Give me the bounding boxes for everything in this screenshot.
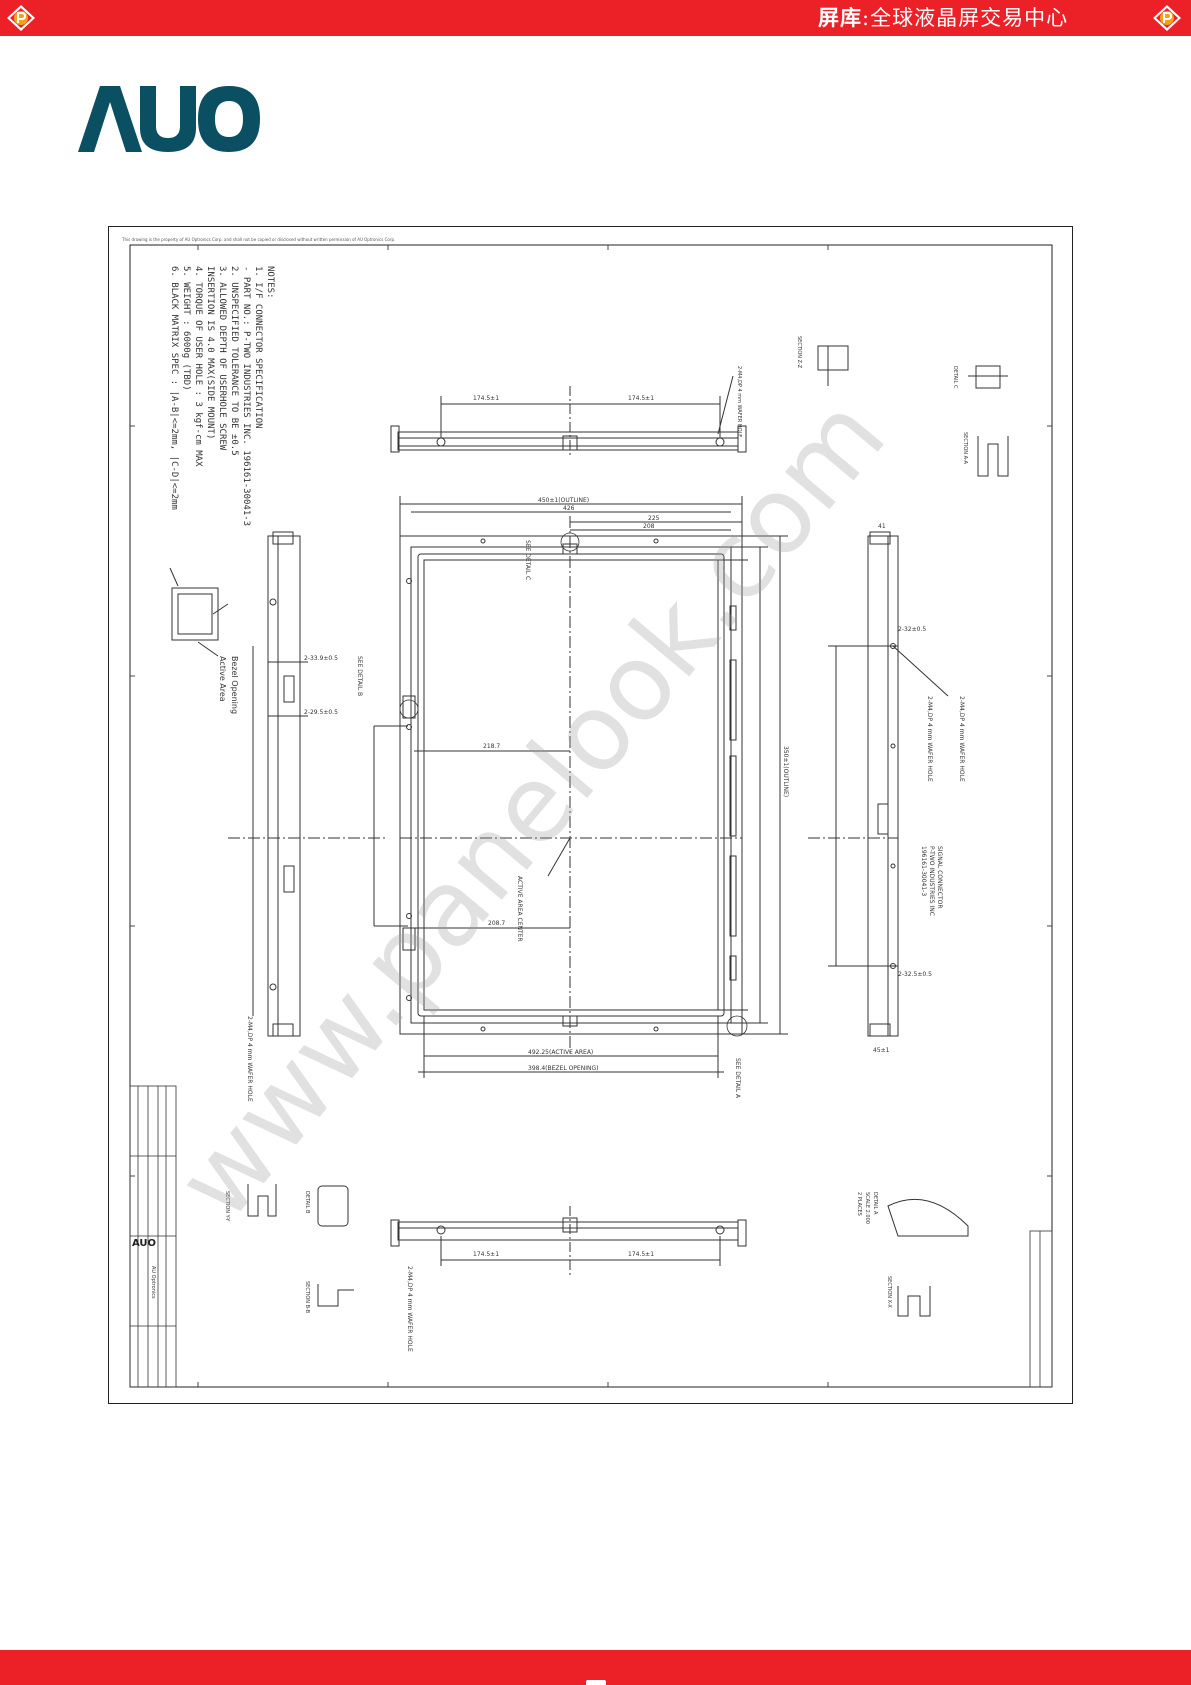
- detail-c-label: DETAIL C: [952, 366, 958, 389]
- dim-208: 208: [643, 523, 655, 530]
- scale-label: SCALE 2.000: [864, 1192, 870, 1224]
- see-detail-c-label: SEE DETAIL C: [524, 540, 531, 580]
- section-yy-label: SECTION Y-Y: [224, 1191, 230, 1222]
- signal-connector-part: 196161-30041-3: [920, 846, 927, 896]
- inner-width-dim: 426: [563, 505, 575, 512]
- drawing-outer-frame: [108, 226, 1073, 1404]
- brand-rest: :全球液晶屏交易中心: [862, 6, 1069, 30]
- top-right-dim: 174.5±1: [628, 395, 654, 402]
- section-z-label: SECTION Z-Z: [796, 336, 802, 369]
- left-dim-2: 2-29.5±0.5: [304, 709, 338, 716]
- title-block-logo: AUO: [132, 1238, 156, 1249]
- note-6: 4. TORQUE OF USER HOLE : 3 kgf-cm MAX: [193, 266, 203, 467]
- left-wafer-hole-label: 2-M4,DP 4 mm WAFER HOLE: [246, 1016, 253, 1102]
- right-side-view: [808, 531, 949, 1037]
- detail-b-label: DETAIL B: [304, 1191, 310, 1214]
- note-5: INSERTION IS 4.0 MAX(SIDE MOUNT): [205, 266, 215, 439]
- note-2: - PART NO.: P-TWO INDUSTRIES INC. 196161…: [241, 266, 251, 526]
- bottom-banner: [0, 1650, 1191, 1685]
- section-aa-label: SECTION A-A: [962, 432, 968, 465]
- outline-width-dim: 450±1(OUTLINE): [538, 497, 589, 504]
- dim-225: 225: [648, 515, 660, 522]
- p-diamond-icon: [1153, 5, 1181, 31]
- bezel-opening-label: Bezel Opening: [230, 656, 239, 714]
- note-1: 1. I/F CONNECTOR SPECIFICATION: [253, 266, 263, 429]
- p-diamond-icon: [7, 5, 35, 31]
- bottom-right-dim: 174.5±1: [628, 1251, 654, 1258]
- border-ticks: [130, 245, 1052, 1387]
- outline-height-dim: 350±1(OUTLINE): [782, 746, 789, 797]
- right-bottom-dim: 2-32.5±0.5: [898, 971, 932, 978]
- note-4: 3. ALLOWED DEPTH OF USERHOLE SCREW: [217, 266, 227, 451]
- right-dim-45: 45±1: [873, 1047, 890, 1054]
- right-dim-41: 41: [878, 523, 886, 530]
- brand-bold: 屏库: [818, 6, 862, 30]
- opening-width-dim: 398.4(BEZEL OPENING): [528, 1065, 598, 1072]
- bottom-tab-mark: [586, 1680, 606, 1685]
- bottom-wafer-hole-label: 2-M4,DP 4 mm WAFER HOLE: [406, 1266, 413, 1352]
- note-7: 5. WEIGHT : 6000g (TBD): [181, 266, 191, 391]
- signal-connector-label: SIGNAL CONNECTOR: [936, 846, 943, 909]
- title-block: [129, 1085, 177, 1388]
- right-wafer-hole-1: 2-M4,DP 4 mm WAFER HOLE: [926, 696, 933, 782]
- active-width-dim: 492.25(ACTIVE AREA): [528, 1049, 593, 1056]
- active-area-symbol: [169, 567, 229, 657]
- top-left-dim: 174.5±1: [473, 395, 499, 402]
- note-8: 6. BLACK MATRIX SPEC : |A-B|<=2mm, |C-D|…: [169, 266, 179, 510]
- section-xx-label: SECTION X-X: [886, 1276, 892, 1308]
- drawing-inner-frame: [129, 244, 1053, 1388]
- right-top-dim: 2-32±0.5: [898, 626, 926, 633]
- left-dim-1: 2-33.9±0.5: [304, 655, 338, 662]
- left-side-view: [228, 531, 388, 1037]
- section-bb-label: SECTION B-B: [304, 1281, 310, 1314]
- revision-block: [1029, 1230, 1053, 1388]
- title-block-company: AU Optronics: [150, 1266, 156, 1299]
- detail-a-label: DETAIL A: [872, 1192, 878, 1215]
- bottom-left-dim: 174.5±1: [473, 1251, 499, 1258]
- top-wafer-hole-label: 2-M4,DP 4 mm WAFER HOLE: [736, 366, 742, 437]
- top-side-view: [390, 375, 747, 456]
- top-banner: 屏库:全球液晶屏交易中心: [0, 0, 1191, 36]
- places-label: 2 PLACES: [856, 1192, 862, 1216]
- dim-208-7: 208.7: [488, 920, 505, 927]
- notes-title: NOTES:: [265, 266, 275, 299]
- dim-218-7: 218.7: [483, 743, 500, 750]
- auo-logo: [78, 86, 260, 152]
- see-detail-b-label: SEE DETAIL B: [356, 656, 363, 696]
- right-wafer-hole-2: 2-M4,DP 4 mm WAFER HOLE: [958, 696, 965, 782]
- brand-text: 屏库:全球液晶屏交易中心: [818, 5, 1068, 31]
- see-detail-a-label: SEE DETAIL A: [734, 1058, 741, 1099]
- active-area-label: Active Area: [218, 656, 227, 702]
- top-note: This drawing is the property of AU Optro…: [121, 237, 395, 242]
- signal-connector-mfr: P-TWO INDUSTRIES INC: [928, 846, 935, 916]
- bottom-side-view: [390, 1206, 747, 1276]
- mechanical-drawing: This drawing is the property of AU Optro…: [108, 226, 1073, 1404]
- watermark: www.panelook.com: [153, 375, 909, 1243]
- active-center-label: ACTIVE AREA CENTER: [516, 876, 523, 942]
- note-3: 2. UNSPECIFIED TOLERANCE TO BE ±0.5: [229, 266, 239, 456]
- notes-block: NOTES: 1. I/F CONNECTOR SPECIFICATION - …: [169, 266, 275, 526]
- front-view: [373, 496, 788, 1078]
- detail-sections: [247, 345, 1009, 1317]
